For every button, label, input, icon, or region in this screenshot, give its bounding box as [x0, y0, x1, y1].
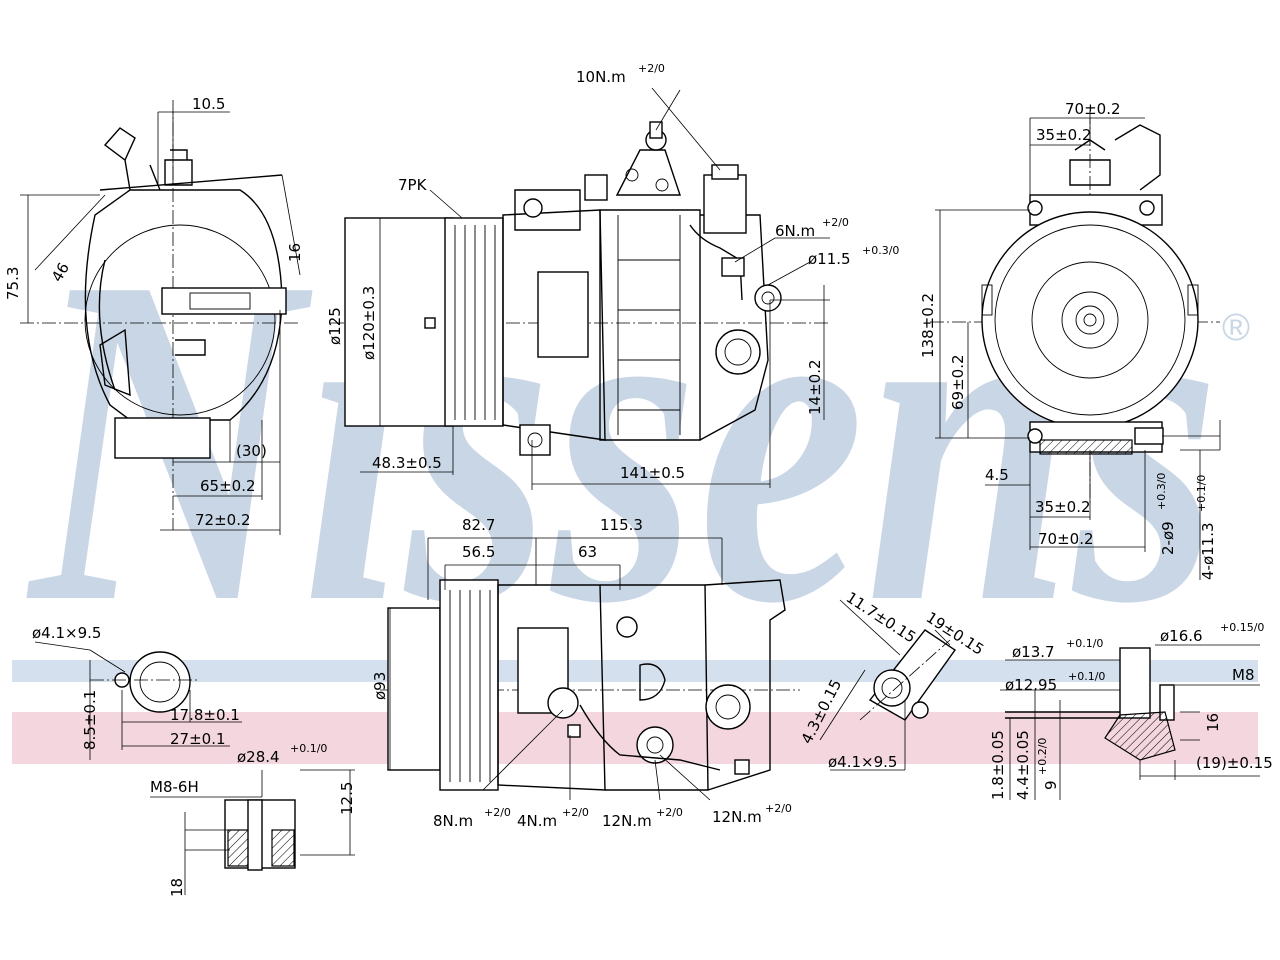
- port-left-view: ø4.1×9.5 17.8±0.1 27±0.1 8.5±0.1: [32, 624, 242, 760]
- dim-141: 141±0.5: [620, 464, 685, 482]
- torque-6-tol: +2/0: [822, 216, 849, 229]
- dim-16: 16: [286, 243, 304, 262]
- dim-75-3: 75.3: [4, 267, 22, 300]
- bottom-center-view: 82.7 115.3 56.5 63 ø93 8N.m +2/0 4N.m +2…: [371, 516, 800, 830]
- dim-27: 27±0.1: [170, 730, 226, 748]
- dim-16-fit: 16: [1204, 713, 1222, 732]
- belt-label: 7PK: [398, 176, 428, 194]
- thread-m8-6h: M8-6H: [150, 778, 199, 796]
- dim-72: 72±0.2: [195, 511, 251, 529]
- front-left-view: 10.5 75.3 46 16 (30) 65±0.2 72±0.2: [4, 95, 304, 535]
- pulley-120: ø120±0.3: [360, 286, 378, 360]
- registered-mark: ®: [1222, 307, 1250, 349]
- pulley-125: ø125: [326, 307, 344, 345]
- dim-30: (30): [236, 442, 267, 460]
- dim-1-8: 1.8±0.05: [989, 730, 1007, 800]
- bore-13-7: ø13.7: [1012, 643, 1055, 661]
- holes-9: 2-ø9: [1159, 521, 1177, 555]
- bore-11-5-tol: +0.3/0: [862, 244, 899, 257]
- torque-top: 10N.m: [576, 68, 626, 86]
- bore-16-6-tol: +0.15/0: [1220, 621, 1264, 634]
- dim-48-3: 48.3±0.5: [372, 454, 442, 472]
- torque-8: 8N.m: [433, 812, 473, 830]
- torque-8-tol: +2/0: [484, 806, 511, 819]
- watermark-band-blue: [12, 660, 1258, 682]
- torque-4-tol: +2/0: [562, 806, 589, 819]
- dim-8-5: 8.5±0.1: [81, 690, 99, 750]
- torque-6: 6N.m: [775, 222, 815, 240]
- holes-11-3-tol: +0.1/0: [1195, 475, 1208, 512]
- dim-14: 14±0.2: [806, 359, 824, 415]
- dim-19-fit: (19)±0.15: [1196, 754, 1273, 772]
- oring-left: ø4.1×9.5: [32, 624, 101, 642]
- torque-12a-tol: +2/0: [656, 806, 683, 819]
- dim-35-bot: 35±0.2: [1035, 498, 1091, 516]
- dim-70-bot: 70±0.2: [1038, 530, 1094, 548]
- torque-12b-tol: +2/0: [765, 802, 792, 815]
- dim-82-7: 82.7: [462, 516, 495, 534]
- dim-17-8: 17.8±0.1: [170, 706, 240, 724]
- dim-9-tol: +0.2/0: [1036, 738, 1049, 775]
- dim-65: 65±0.2: [200, 477, 256, 495]
- torque-top-tol: +2/0: [638, 62, 665, 75]
- watermark-band-pink: [12, 712, 1258, 764]
- dim-56-5: 56.5: [462, 543, 495, 561]
- dim-35-top: 35±0.2: [1036, 126, 1092, 144]
- thread-m8: M8: [1232, 666, 1255, 684]
- dim-18: 18: [168, 878, 186, 897]
- dim-10-5: 10.5: [192, 95, 225, 113]
- bore-28-4-tol: +0.1/0: [290, 742, 327, 755]
- dim-138: 138±0.2: [919, 293, 937, 358]
- bore-16-6: ø16.6: [1160, 627, 1203, 645]
- holes-11-3: 4-ø11.3: [1199, 522, 1217, 580]
- torque-12a: 12N.m: [602, 812, 652, 830]
- dim-93: ø93: [371, 672, 389, 700]
- dim-4-5: 4.5: [985, 466, 1009, 484]
- dim-12-5: 12.5: [338, 782, 356, 815]
- torque-4: 4N.m: [517, 812, 557, 830]
- bore-12-95: ø12.95: [1005, 676, 1057, 694]
- bore-12-95-tol: +0.1/0: [1068, 670, 1105, 683]
- dim-69: 69±0.2: [949, 354, 967, 410]
- dim-4-4: 4.4±0.05: [1014, 730, 1032, 800]
- dim-63: 63: [578, 543, 597, 561]
- dim-9: 9: [1042, 780, 1060, 790]
- side-main-view: 10N.m +2/0 7PK 6N.m +2/0 ø11.5 +0.3/0 ø1…: [326, 62, 899, 490]
- bore-28-4: ø28.4: [237, 748, 280, 766]
- thread-left-view: ø28.4 +0.1/0 M8-6H 12.5 18: [150, 742, 356, 897]
- dim-70-top: 70±0.2: [1065, 100, 1121, 118]
- bore-11-5: ø11.5: [808, 250, 851, 268]
- oring-right: ø4.1×9.5: [828, 753, 897, 771]
- bore-13-7-tol: +0.1/0: [1066, 637, 1103, 650]
- dim-115-3: 115.3: [600, 516, 643, 534]
- rear-right-view: 70±0.2 35±0.2 138±0.2 69±0.2 4.5 35±0.2 …: [919, 100, 1221, 580]
- torque-12b: 12N.m: [712, 808, 762, 826]
- holes-9-tol: +0.3/0: [1155, 473, 1168, 510]
- fitting-right-view: ø13.7 +0.1/0 ø16.6 +0.15/0 M8 ø12.95 +0.…: [989, 621, 1273, 800]
